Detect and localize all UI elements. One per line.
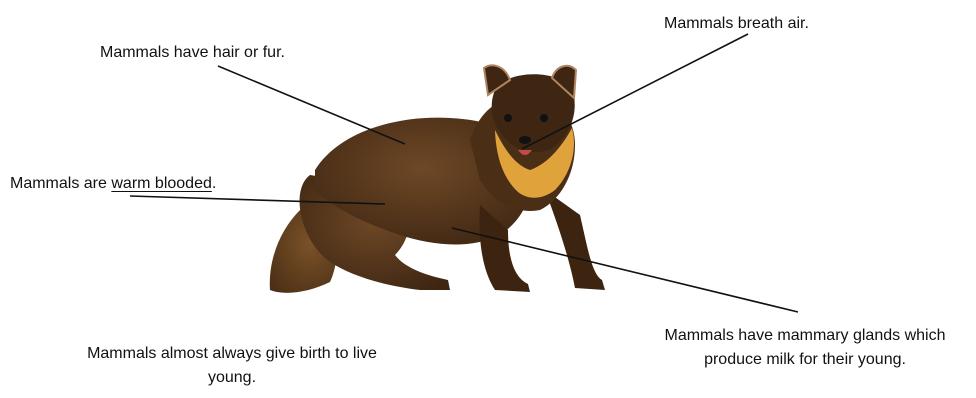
label-live-birth: Mammals almost always give birth to live… [62, 342, 402, 390]
label-hair: Mammals have hair or fur. [100, 41, 285, 65]
label-live-birth-line1: Mammals almost always give birth to live [62, 342, 402, 366]
label-mammary-line1: Mammals have mammary glands which [640, 324, 970, 348]
leader-line-hair [218, 66, 405, 144]
label-warm-underlined: warm blooded [111, 175, 212, 192]
label-breath: Mammals breath air. [664, 12, 809, 36]
marten-eye-right [540, 114, 548, 122]
label-live-birth-line2: young. [62, 366, 402, 390]
marten-front-leg-right [545, 190, 605, 290]
label-warm-prefix: Mammals are [10, 175, 111, 192]
label-warm-blooded: Mammals are warm blooded. [10, 172, 216, 196]
marten-eye-left [504, 114, 512, 122]
label-mammary-glands: Mammals have mammary glands which produc… [640, 324, 970, 372]
marten-nose [519, 136, 531, 144]
label-mammary-line2: produce milk for their young. [640, 348, 970, 372]
label-warm-suffix: . [212, 175, 216, 192]
